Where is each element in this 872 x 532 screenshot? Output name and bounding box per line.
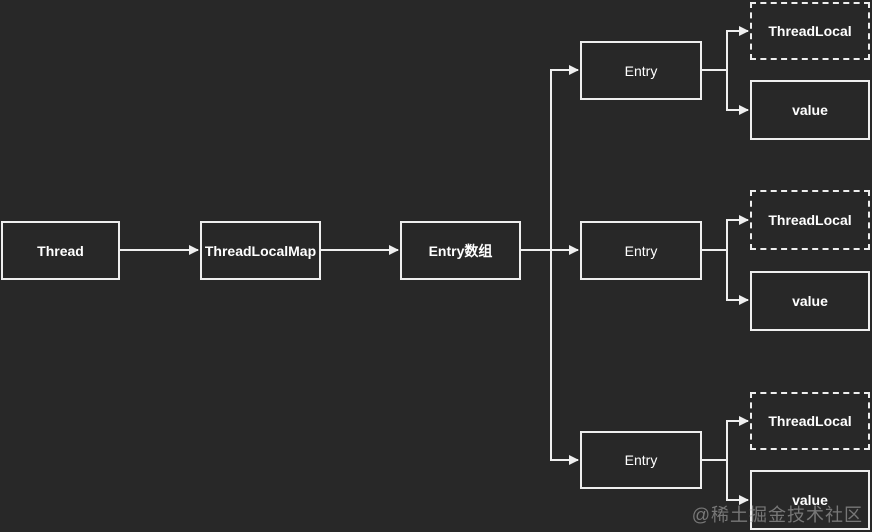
node-entry-1: Entry <box>580 41 702 100</box>
edge-entry-array-to-entry-1 <box>550 65 579 250</box>
juejin-watermark: @稀土掘金技术社区 <box>691 505 863 525</box>
node-threadlocal-1: ThreadLocal <box>750 2 870 60</box>
edge-entry-3-to-threadlocal-3 <box>702 416 749 461</box>
edge-entry-1-to-value-1 <box>726 70 749 115</box>
edge-entry-2-to-value-2 <box>726 250 749 305</box>
edge-entry-2-to-threadlocal-2 <box>702 215 749 251</box>
node-threadlocal-2: ThreadLocal <box>750 190 870 250</box>
edge-entry-array-to-entry-3 <box>550 250 579 465</box>
edge-entry-3-to-value-3 <box>726 460 749 505</box>
node-value-1: value <box>750 80 870 140</box>
node-thread: Thread <box>1 221 120 280</box>
node-threadlocal-3: ThreadLocal <box>750 392 870 450</box>
node-entry-2: Entry <box>580 221 702 280</box>
node-threadlocalmap: ThreadLocalMap <box>200 221 321 280</box>
node-entry-3: Entry <box>580 431 702 489</box>
node-entry-array: Entry数组 <box>400 221 521 280</box>
edge-entry-1-to-threadlocal-1 <box>702 26 749 71</box>
node-value-3: value <box>750 470 870 530</box>
node-value-2: value <box>750 271 870 331</box>
